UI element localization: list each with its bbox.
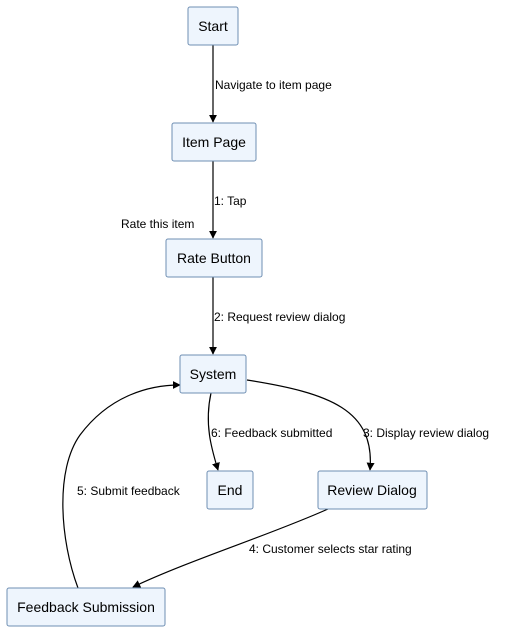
annotation-rate-this-item: Rate this item: [121, 217, 194, 231]
node-system[interactable]: System: [179, 354, 247, 394]
node-label: Item Page: [182, 134, 246, 150]
node-rate-button[interactable]: Rate Button: [165, 238, 263, 278]
node-label: Rate Button: [177, 250, 251, 266]
edge-label-select-rating: 4: Customer selects star rating: [249, 542, 412, 556]
node-label: Review Dialog: [327, 482, 416, 498]
node-label: Start: [198, 18, 228, 34]
node-label: End: [218, 482, 243, 498]
node-feedback-submission[interactable]: Feedback Submission: [6, 587, 166, 627]
edge-label-submit: 5: Submit feedback: [77, 484, 181, 498]
node-label: System: [190, 366, 237, 382]
node-label: Feedback Submission: [17, 599, 155, 615]
edge-label-submitted: 6: Feedback submitted: [211, 426, 332, 440]
edge-label-request: 2: Request review dialog: [214, 310, 345, 324]
edge-feedback-submission-to-system: [62, 381, 181, 589]
edge-label-tap: 1: Tap: [214, 194, 247, 208]
edge-label-navigate: Navigate to item page: [215, 78, 332, 92]
node-review-dialog[interactable]: Review Dialog: [317, 470, 428, 510]
node-item-page[interactable]: Item Page: [171, 122, 257, 162]
edge-label-display: 3: Display review dialog: [363, 426, 489, 440]
node-end[interactable]: End: [206, 470, 254, 510]
edge-review-dialog-to-feedback-submission: [132, 508, 329, 588]
edge-system-to-end: [207, 392, 220, 471]
edge-system-to-review-dialog: [246, 379, 375, 471]
node-start[interactable]: Start: [187, 6, 239, 46]
